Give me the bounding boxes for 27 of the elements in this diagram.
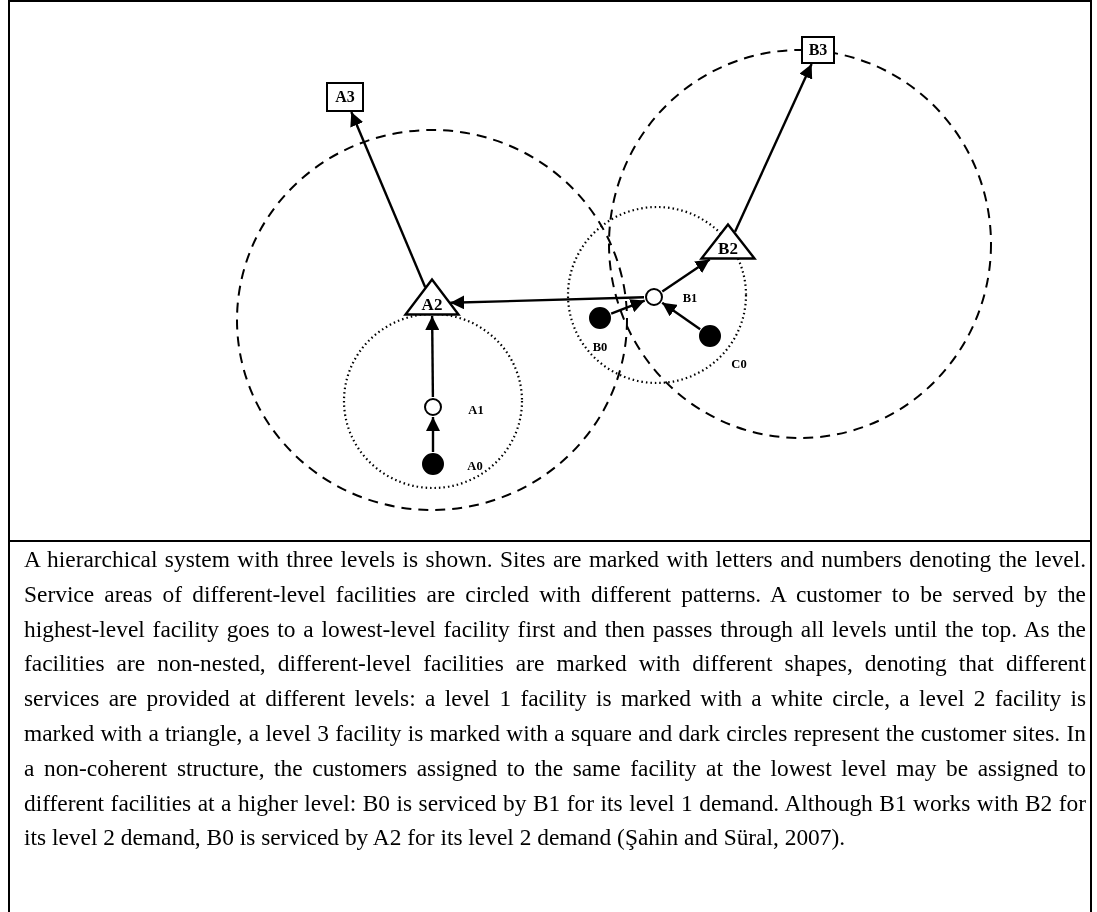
arrow bbox=[661, 258, 711, 293]
arrow bbox=[425, 316, 440, 397]
site-label: B2 bbox=[718, 239, 738, 257]
site-label: B0 bbox=[592, 340, 608, 354]
customer-site-dot bbox=[699, 325, 721, 347]
customer-site-dot bbox=[589, 307, 611, 329]
facility-square bbox=[326, 82, 364, 112]
customer-site-dot bbox=[422, 453, 444, 475]
site-label: A1 bbox=[468, 403, 484, 417]
site-label: B3 bbox=[808, 42, 828, 58]
facility-circle bbox=[424, 398, 442, 416]
arrow bbox=[426, 417, 440, 452]
site-label: B1 bbox=[682, 291, 698, 305]
site-label: A0 bbox=[467, 459, 483, 473]
arrow bbox=[610, 299, 646, 315]
site-label: A2 bbox=[421, 296, 443, 313]
site-label: A3 bbox=[335, 89, 355, 105]
arrow bbox=[450, 295, 645, 310]
facility-square bbox=[801, 36, 835, 64]
arrow bbox=[350, 111, 427, 288]
facility-circle bbox=[645, 288, 663, 306]
arrow bbox=[661, 301, 701, 331]
facility-triangle bbox=[404, 278, 460, 316]
facility-triangle bbox=[700, 222, 756, 260]
caption-text: A hierarchical system with three levels is shown. Sites are marked with letters and numbers denoting the level. Service areas of different-level facilities are circled with different patterns. A customer to be served by the highest-level facility goes to a lowest-level facility first and then passes through all levels until the top. As the facilities are non-nested, different-level facilities are marked with different shapes, denoting that different services are provided at different levels: a level 1 facility is marked with a white circle, a level 2 facility is marked with a triangle, a level 3 facility is marked with a square and dark circles represent the customer sites. In a non-coherent structure, the customers assigned to the same facility at the lowest level may be assigned to different facilities at a higher level: B0 is serviced by B1 for its level 1 demand. Although B1 works with B2 for its level 2 demand, B0 is serviced by A2 for its level 2 demand (Şahin and Süral, 2007). bbox=[24, 545, 1086, 853]
site-label: C0 bbox=[731, 357, 747, 371]
arrow bbox=[733, 63, 813, 233]
